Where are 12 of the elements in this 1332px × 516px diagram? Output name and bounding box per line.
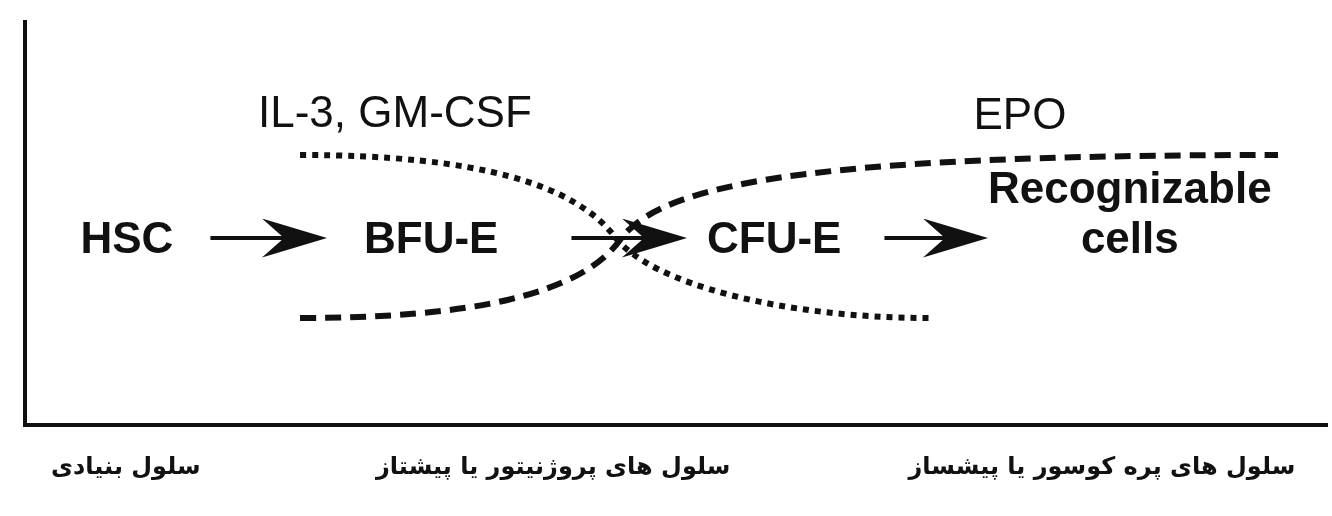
stage-label: HSC — [80, 213, 211, 263]
arrow — [884, 218, 988, 258]
factor-label: IL-3, GM-CSF — [258, 90, 532, 134]
stage-label: Recognizable cells — [988, 163, 1272, 263]
category-label: سلول های پروژنیتور یا پیشتاز — [376, 454, 731, 478]
arrow — [571, 218, 687, 258]
stage-label: BFU-E — [327, 213, 572, 263]
category-label: سلول بنیادی — [51, 454, 201, 478]
category-label: سلول های پره کوسور یا پیشساز — [908, 454, 1296, 478]
factor-label: EPO — [973, 92, 1067, 136]
stage-label: CFU-E — [687, 213, 885, 263]
arrow — [210, 218, 327, 258]
